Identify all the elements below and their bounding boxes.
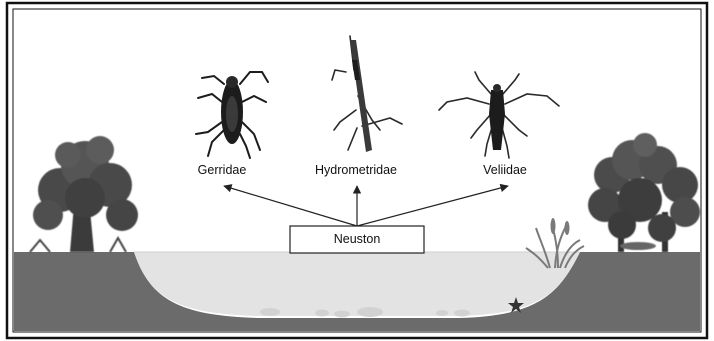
neuston-label: Neuston (290, 226, 424, 253)
veliidae-label: Veliidae (483, 163, 527, 177)
gerridae-label: Gerridae (198, 163, 247, 177)
hydrometridae-label: Hydrometridae (315, 163, 397, 177)
